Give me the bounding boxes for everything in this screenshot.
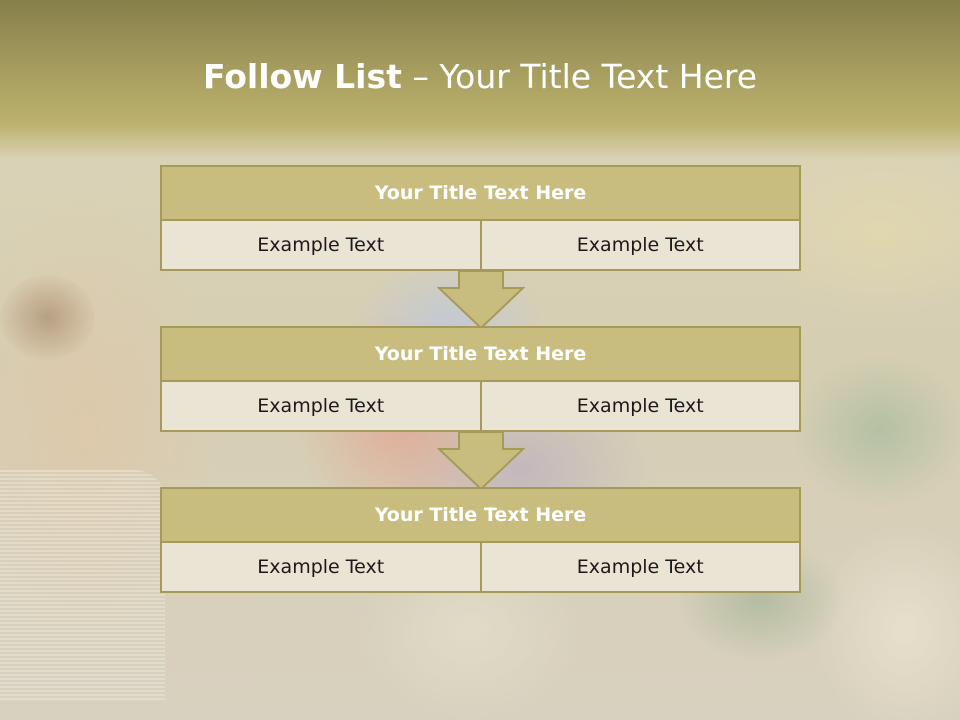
block-cell-right: Example Text xyxy=(479,382,800,430)
down-arrow-icon xyxy=(437,270,525,330)
block-row: Example Text Example Text xyxy=(160,382,801,432)
block-row: Example Text Example Text xyxy=(160,221,801,271)
block-title: Your Title Text Here xyxy=(160,487,801,543)
slide-title-dash: – xyxy=(401,57,440,96)
slide-title-rest: Your Title Text Here xyxy=(439,57,758,96)
background-photo-thread xyxy=(0,470,165,700)
down-arrow-icon xyxy=(437,431,525,491)
slide-title: Follow List – Your Title Text Here xyxy=(203,55,757,99)
block-cell-left: Example Text xyxy=(257,395,385,417)
block-cell-left: Example Text xyxy=(257,234,385,256)
title-band xyxy=(0,0,960,160)
list-block-1: Your Title Text Here Example Text Exampl… xyxy=(160,165,801,271)
block-cell-left: Example Text xyxy=(257,556,385,578)
block-row: Example Text Example Text xyxy=(160,543,801,593)
background-photo-spool xyxy=(0,275,95,360)
block-title: Your Title Text Here xyxy=(160,165,801,221)
list-block-3: Your Title Text Here Example Text Exampl… xyxy=(160,487,801,593)
block-cell-right: Example Text xyxy=(479,221,800,269)
slide-title-bold: Follow List xyxy=(203,57,402,96)
block-title: Your Title Text Here xyxy=(160,326,801,382)
block-cell-right: Example Text xyxy=(479,543,800,591)
list-block-2: Your Title Text Here Example Text Exampl… xyxy=(160,326,801,432)
